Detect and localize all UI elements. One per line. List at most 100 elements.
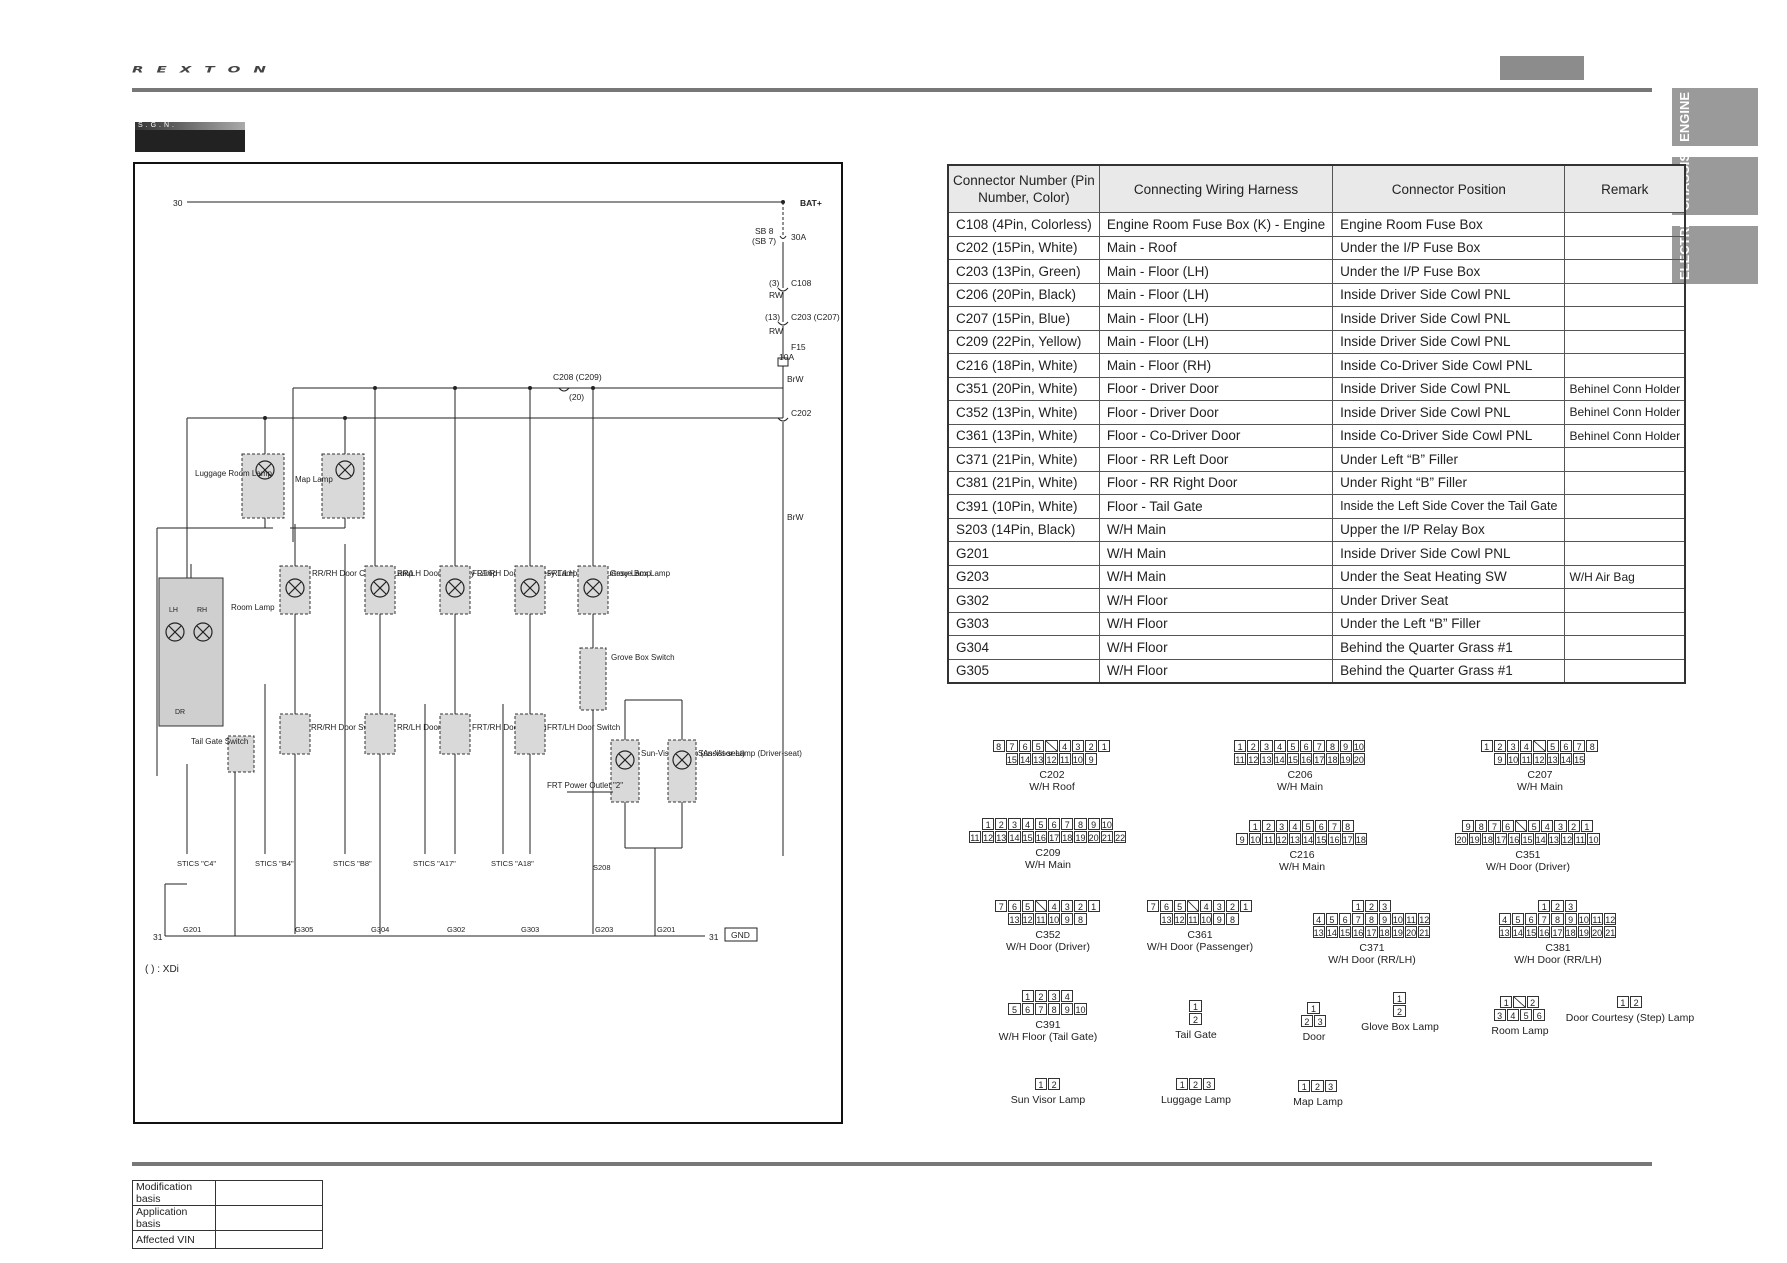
connector-desc: W/H Door (RR/LH) [1328, 954, 1416, 966]
connector-position: Behind the Quarter Grass #1 [1332, 635, 1566, 660]
tab-chassis[interactable]: CHASSIS [1672, 153, 1758, 215]
connector-number: C209 (22Pin, Yellow) [947, 329, 1100, 354]
pin-cell: 3 [1554, 820, 1567, 832]
pin-cell: 6 [1047, 818, 1061, 830]
stics-label: STICS "B4" [255, 859, 294, 868]
pin-cell: 2 [1226, 900, 1239, 912]
connector-desc: W/H Main [1516, 781, 1564, 793]
connector-caption: Glove Box Lamp [1361, 1021, 1439, 1033]
pin-cell: 15 [1572, 753, 1586, 765]
stics-label: STICS "C4" [177, 859, 216, 868]
connector-name: C391 [1035, 1019, 1061, 1031]
remark [1564, 212, 1686, 237]
pin-cell: 9 [1213, 913, 1226, 925]
rail-31-left: 31 [153, 932, 163, 942]
tab-engine[interactable]: ENGINE [1672, 88, 1758, 146]
table-row: C108 (4Pin, Colorless)Engine Room Fuse B… [947, 212, 1686, 237]
pin-cell: 4 [1288, 820, 1301, 832]
lamp-label: Grove Box Lamp [610, 569, 671, 578]
pin-cell: 8 [1047, 1003, 1061, 1015]
pin-cell: 3 [1506, 740, 1520, 752]
pin-cell: 1 [1298, 1080, 1311, 1092]
wiring-harness: Floor - Driver Door [1098, 400, 1334, 425]
pin-cell: 1 [1098, 740, 1111, 752]
pin-cell: 6 [1160, 900, 1173, 912]
tab-electric[interactable]: ELECTRIC [1672, 215, 1758, 284]
pin-cell: 3 [1564, 900, 1577, 912]
connector-name: C352 [1035, 929, 1061, 941]
pin-cell: 3 [1047, 990, 1061, 1002]
connector-caption: Luggage Lamp [1161, 1094, 1231, 1106]
connector-desc: W/H Main [1278, 861, 1326, 873]
connector-position: Under the Seat Heating SW [1332, 564, 1566, 589]
pin-cell: 20 [1590, 926, 1604, 938]
pin-cell: 12 [1604, 913, 1617, 925]
pin-cell: 5 [1173, 900, 1186, 912]
wiring-harness: W/H Floor [1098, 658, 1334, 684]
pin-cell: 2 [995, 818, 1008, 830]
connector-caption: Door [1303, 1031, 1326, 1043]
connector-desc: W/H Door (Driver) [1485, 861, 1570, 873]
pin-cell: 17 [1551, 926, 1564, 938]
wire-text: (13) [765, 312, 780, 322]
connector-position: Behind the Quarter Grass #1 [1332, 658, 1566, 684]
pin-cell: 12 [1560, 833, 1574, 845]
wire-text: C108 [791, 278, 812, 288]
pin-cell: 19 [1391, 926, 1404, 938]
pin-cell: 3 [1071, 740, 1084, 752]
wire-text: C202 [791, 408, 812, 418]
wire-text: 10A [779, 352, 794, 362]
diagram-footnote: ( ) : XDi [145, 964, 179, 975]
pin-cell: 7 [1313, 740, 1326, 752]
pin-cell: 8 [1365, 913, 1378, 925]
pin-cell: 11 [1520, 753, 1533, 765]
pin-cell: 10 [1391, 913, 1404, 925]
pin-cell: 7 [1061, 818, 1074, 830]
pin-cell: 2 [1189, 1013, 1202, 1025]
connector-name: C207 [1527, 769, 1553, 781]
mod-value [215, 1180, 323, 1206]
connector-position: Inside Co-Driver Side Cowl PNL [1332, 353, 1566, 378]
connector-number: C352 (13Pin, White) [947, 400, 1100, 425]
pin-cell: 14 [1273, 753, 1286, 765]
connector-number: G203 [947, 564, 1100, 589]
ground-label: G203 [595, 925, 613, 934]
connector-position: Under the I/P Fuse Box [1332, 235, 1566, 260]
wiring-harness: W/H Main [1098, 541, 1334, 566]
pin-cell: 2 [1189, 1078, 1202, 1090]
pin-cell: 17 [1047, 831, 1061, 843]
switch-label: RR/LH Door Switch [397, 723, 466, 732]
pin-cell: 6 [1018, 740, 1032, 752]
pin-cell: 2 [1084, 740, 1098, 752]
pin-cell: 16 [1352, 926, 1365, 938]
pin-cell: 10 [1587, 833, 1600, 845]
connector-name: C216 [1289, 849, 1315, 861]
pin-cell: 14 [1325, 926, 1338, 938]
pin-cell: 1 [1480, 740, 1493, 752]
pin-cell: 4 [1061, 990, 1074, 1002]
pin-cell: 11 [1590, 913, 1604, 925]
mod-value [215, 1205, 323, 1231]
connector-position: Under Left “B” Filler [1332, 447, 1566, 472]
connector-number: C207 (15Pin, Blue) [947, 306, 1100, 331]
pin-cell: 11 [1404, 913, 1418, 925]
pin-cell: X [1045, 740, 1058, 752]
connector-desc: Sun Visor Lamp [1010, 1094, 1086, 1106]
ground-label: G304 [371, 925, 389, 934]
ground-label: G305 [295, 925, 313, 934]
pin-cell: X [1533, 740, 1546, 752]
pin-cell: 19 [1339, 753, 1352, 765]
pin-cell: 16 [1538, 926, 1551, 938]
pin-cell: 6 [1501, 820, 1514, 832]
remark [1564, 541, 1686, 566]
connector-number: C351 (20Pin, White) [947, 376, 1100, 401]
connector-number: C203 (13Pin, Green) [947, 259, 1100, 284]
pin-cell: 1 [1234, 740, 1247, 752]
room-lamp-dr: DR [175, 709, 185, 716]
pin-cell: 14 [1559, 753, 1572, 765]
pin-cell: 18 [1061, 831, 1074, 843]
